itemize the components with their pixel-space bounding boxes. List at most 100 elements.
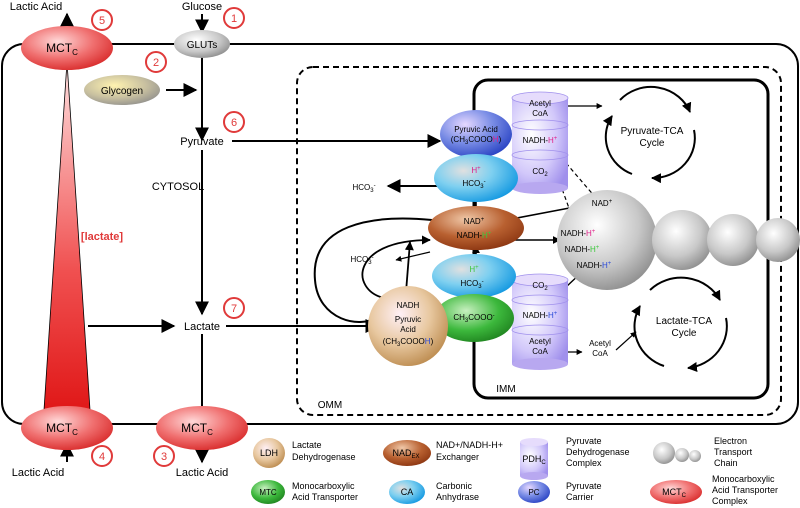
acetyl-free-label: Acetyl [589, 339, 611, 348]
svg-text:Acid Transporter: Acid Transporter [292, 492, 358, 502]
lactate-tca-label: Lactate-TCA [656, 316, 712, 327]
step-marker-5: 5 [91, 9, 113, 31]
svg-text:1: 1 [231, 13, 237, 25]
legend-pc: PC Pyruvate Carrier [518, 481, 602, 503]
acetyl-to-lac-tca-arrow [615, 331, 637, 351]
step-marker-2: 2 [145, 51, 167, 73]
svg-text:Anhydrase: Anhydrase [436, 492, 479, 502]
legend-ca: CA Carbonic Anhydrase [389, 480, 479, 504]
svg-text:2: 2 [153, 57, 159, 69]
svg-text:PDHC: PDHC [522, 454, 546, 466]
ca-bottom-h-label: H+ [469, 265, 479, 274]
nad-recycle-loop [313, 217, 433, 326]
svg-text:4: 4 [99, 451, 105, 463]
nadex-nad-label: NAD+ [464, 217, 485, 226]
cytosol-label: CYTOSOL [152, 181, 204, 193]
svg-text:Acid Transporter: Acid Transporter [712, 485, 778, 495]
ldh-nadh-label: NADH [397, 301, 420, 310]
pyruvate-tca-label: Pyruvate-TCA [621, 126, 684, 137]
nad-exchanger [428, 206, 524, 250]
lactate-concentration-label: [lactate] [81, 231, 124, 243]
pdhc-top [511, 91, 569, 194]
step-marker-3: 3 [153, 445, 175, 467]
hco3-left-top-label: HCO3- [352, 183, 375, 194]
glucose-label: Glucose [182, 1, 222, 13]
lactate-tca-cycle [631, 276, 728, 372]
hco3-mid-arrow [395, 251, 431, 262]
step-marker-7: 7 [223, 297, 245, 319]
pc-label-line2: (CH3COOOH) [451, 135, 502, 146]
svg-text:7: 7 [231, 303, 237, 315]
svg-text:Dehydrogenase: Dehydrogenase [566, 447, 630, 457]
pdh-bottom-coa-label: CoA [532, 347, 548, 356]
step-marker-4: 4 [91, 445, 113, 467]
glycogen [84, 75, 160, 105]
mctc-bottom-mid-label: MCTC [181, 421, 213, 437]
svg-text:NADEX: NADEX [392, 448, 419, 460]
legend-mctc: MCTC Monocarboxylic Acid Transporter Com… [650, 474, 778, 506]
lactic-acid-bottom-left-label: Lactic Acid [12, 467, 65, 479]
svg-text:Pyruvate: Pyruvate [566, 481, 602, 491]
pdh-top-coa-label: CoA [532, 109, 548, 118]
pyruvate-tca-cycle [602, 85, 696, 184]
lactate-label: Lactate [184, 321, 220, 333]
pyruvate-carrier [440, 110, 512, 158]
svg-text:LDH: LDH [260, 448, 278, 458]
pdh-top-acetyl-label: Acetyl [529, 99, 551, 108]
pdh-bottom-co2-label: CO2 [532, 281, 548, 292]
pdh-top-co2-label: CO2 [532, 167, 548, 178]
legend-etc: Electron Transport Chain [653, 436, 753, 468]
mctc-bottom-mid [156, 406, 248, 450]
svg-text:5: 5 [99, 15, 105, 27]
mtc-label: CH3COOO- [453, 313, 494, 324]
legend-ldh: LDH Lactate Dehydrogenase [253, 438, 356, 468]
omm-label: OMM [318, 400, 342, 411]
etc-nadh-magenta-label: NADH-H+ [561, 229, 596, 238]
svg-text:CA: CA [401, 487, 414, 497]
gluts [174, 30, 230, 58]
mctc-bottom-left-label: MCTC [46, 421, 78, 437]
etc-nadh-blue-label: NADH-H+ [577, 261, 612, 270]
mctc-bottom-left [21, 406, 113, 450]
legend: LDH Lactate Dehydrogenase NADEX NAD+/NAD… [251, 436, 778, 506]
monocarboxylic-acid-transporter [434, 294, 514, 342]
ca-top-h-label: H+ [471, 166, 481, 175]
lactic-acid-bottom-mid-label: Lactic Acid [176, 467, 229, 479]
pdh-top-nadh-label: NADH-H+ [523, 136, 558, 145]
pdh-bottom-acetyl-label: Acetyl [529, 337, 551, 346]
lactic-acid-top-label: Lactic Acid [10, 1, 63, 13]
ldh-to-nadex-arrow [404, 241, 414, 293]
svg-text:Carrier: Carrier [566, 492, 594, 502]
etc-nadh-green-label: NADH-H+ [565, 245, 600, 254]
svg-text:MTC: MTC [259, 488, 277, 497]
svg-text:Monocarboxylic: Monocarboxylic [292, 481, 355, 491]
ldh-nadh-loop [361, 235, 431, 299]
legend-nadex: NADEX NAD+/NADH-H+ Exchanger [383, 440, 503, 466]
svg-text:PC: PC [528, 488, 539, 497]
etc-nad-label: NAD+ [592, 199, 613, 208]
pdhc-bottom [511, 273, 569, 370]
pyruvate-tca-cycle-word: Cycle [639, 138, 664, 149]
pyruvate-label: Pyruvate [180, 136, 223, 148]
glycogen-label: Glycogen [101, 86, 143, 97]
svg-text:3: 3 [161, 451, 167, 463]
svg-text:6: 6 [231, 117, 237, 129]
carbonic-anhydrase-top [434, 154, 518, 202]
legend-mtc: MTC Monocarboxylic Acid Transporter [251, 480, 358, 504]
pdh-bottom-nadh-label: NADH-H+ [523, 311, 558, 320]
legend-pdhc: PDHC Pyruvate Dehydrogenase Complex [520, 436, 630, 480]
mctc-top-left-label: MCTC [46, 41, 78, 57]
nad-to-pdh-dashed [559, 155, 597, 199]
mctc-top-left [21, 26, 113, 70]
ldh-acid-label: Acid [400, 325, 416, 334]
svg-text:Dehydrogenase: Dehydrogenase [292, 452, 356, 462]
gluts-label: GLUTs [187, 40, 218, 51]
svg-text:Electron: Electron [714, 436, 747, 446]
hco3-left-mid-label: HCO3- [350, 255, 373, 266]
svg-text:Transport: Transport [714, 447, 753, 457]
ldh-formula-label: (CH3COOOH) [383, 337, 434, 348]
svg-text:Complex: Complex [712, 496, 748, 506]
lactate-tca-cycle-word: Cycle [671, 328, 696, 339]
svg-text:MCTC: MCTC [662, 487, 687, 499]
